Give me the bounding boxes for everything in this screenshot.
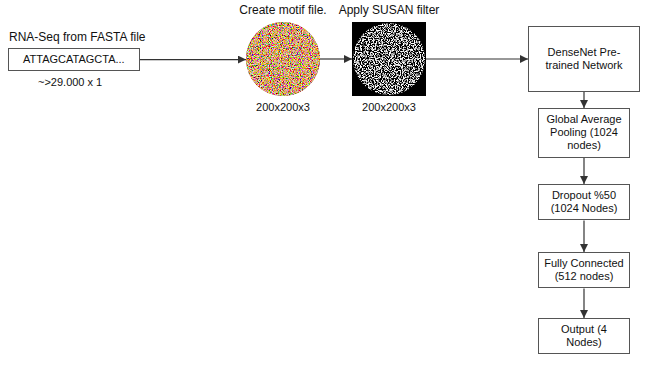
motif-ground xyxy=(246,22,320,96)
susan-square xyxy=(352,22,426,96)
process-box: Global Average Pooling (1024 nodes) xyxy=(538,108,630,158)
box-text: Global Average Pooling (1024 nodes) xyxy=(544,113,624,153)
dimension-label: 200x200x3 xyxy=(256,101,310,114)
flow-arrow xyxy=(583,92,584,108)
motif-image: Create motif file.200x200x3 xyxy=(246,22,320,96)
flow-arrow xyxy=(583,220,584,252)
flow-arrow xyxy=(426,58,528,59)
input-heading: RNA-Seq from FASTA file xyxy=(9,30,145,44)
flow-arrow xyxy=(140,59,246,60)
motif-circle xyxy=(246,22,320,96)
box-text: Fully Connected (512 nodes) xyxy=(544,257,624,283)
box-text: DenseNet Pre-trained Network xyxy=(534,46,634,72)
motif-texture xyxy=(246,22,320,96)
dimension-label: 200x200x3 xyxy=(362,101,416,114)
dimension-label: ~>29.000 x 1 xyxy=(38,76,102,88)
process-box: DenseNet Pre-trained Network xyxy=(528,26,640,92)
filtered-image: Apply SUSAN filter200x200x3 xyxy=(352,22,426,96)
process-box: Output (4 Nodes) xyxy=(538,318,630,354)
process-box: Fully Connected (512 nodes) xyxy=(538,252,630,288)
box-text: Dropout %50 (1024 Nodes) xyxy=(544,189,624,215)
flow-arrow xyxy=(583,158,584,184)
flow-arrow xyxy=(320,58,352,59)
box-text: Output (4 Nodes) xyxy=(544,323,624,349)
input-box: RNA-Seq from FASTA fileATTAGCATAGCTA... xyxy=(8,48,140,71)
susan-texture xyxy=(353,23,425,95)
step-heading: Create motif file. xyxy=(239,3,326,17)
susan-ground xyxy=(352,22,426,96)
step-heading: Apply SUSAN filter xyxy=(339,3,440,17)
process-box: Dropout %50 (1024 Nodes) xyxy=(538,184,630,220)
box-text: ATTAGCATAGCTA... xyxy=(23,53,125,66)
flow-arrow xyxy=(583,288,584,318)
